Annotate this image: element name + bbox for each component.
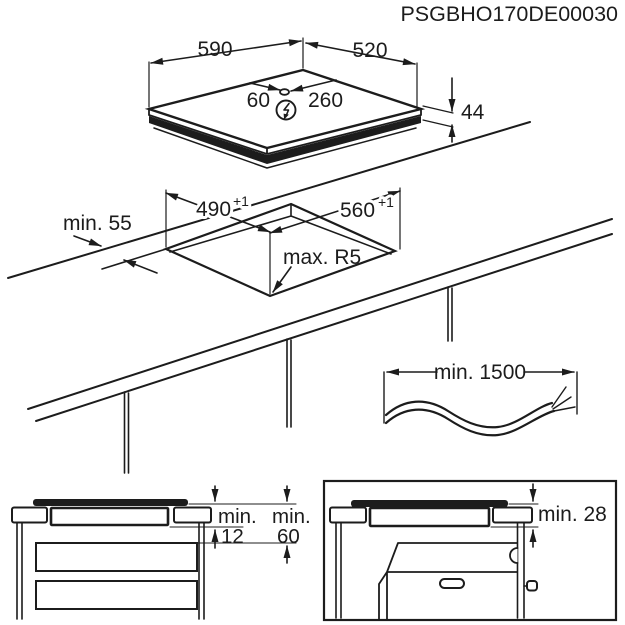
hob-body-band [149, 116, 421, 164]
drawer-lower [35, 580, 198, 610]
worktop-front-edge-top [27, 218, 613, 410]
cutout-width-tolerance: +1 [233, 193, 249, 209]
dim-line-560 [269, 190, 401, 234]
arrow-conn-right [290, 79, 337, 92]
oven [378, 542, 538, 620]
connection-offset-left-label: 60 [247, 89, 270, 112]
cabinet-panel-right-oven [516, 522, 525, 619]
worktop-block-right [173, 506, 212, 524]
dim-line-590 [150, 39, 302, 65]
min60-label: min. [272, 505, 311, 528]
hob-depth-label: 520 [352, 39, 387, 62]
cord-length-label: min. 1500 [434, 361, 526, 384]
worktop-block-right-oven [492, 506, 533, 524]
worktop-front-edge-bottom [35, 233, 613, 422]
cutout-width-label: 490 [196, 198, 231, 221]
drawer-upper [35, 542, 198, 572]
hob-body-section-oven [368, 506, 491, 528]
oven-outline [378, 542, 518, 620]
cabinet-side-panels [16, 522, 205, 620]
cabinet-panel-left-oven [335, 522, 342, 619]
cabinet-panel-middle [286, 338, 292, 428]
worktop-block-left-oven [329, 506, 367, 524]
corner-radius-label: max. R5 [283, 246, 361, 269]
cutout-depth-tolerance: +1 [378, 194, 394, 210]
min12-label: min. [218, 505, 257, 528]
power-cord-top [384, 400, 554, 429]
hinge-bump [509, 547, 519, 564]
cabinet-panel-right [447, 286, 453, 342]
arrow-min55-b [123, 259, 158, 274]
section-above-drawer: min. 12 min. 60 [11, 485, 311, 620]
extension-lines-oven [490, 503, 539, 528]
min28-label: min. 28 [538, 503, 607, 526]
section-above-oven: min. 28 [322, 479, 618, 622]
arrow-min55-a [73, 235, 102, 247]
oven-knob [526, 580, 538, 592]
worktop-cutout-view: 490 +1 560 +1 min. 55 max. R5 [7, 121, 613, 474]
connection-offset-right-label: 260 [308, 89, 343, 112]
extension-lines-44 [422, 105, 454, 128]
cutout-depth-label: 560 [340, 199, 375, 222]
dim-line-490 [165, 192, 271, 233]
cord-dim-brackets [383, 371, 578, 424]
arrow-conn-left [249, 82, 281, 91]
detail-box-border [322, 479, 618, 622]
drawing-number: PSGBHO170DE00030 [400, 2, 618, 26]
extension-lines-top [148, 37, 418, 108]
connection-point [279, 88, 290, 96]
power-cord-bottom [384, 408, 556, 437]
oven-handle [439, 578, 465, 589]
dim-line-520 [305, 41, 416, 66]
arrow-max-r5 [272, 266, 292, 293]
hob-base-line [153, 127, 417, 169]
min60-value: 60 [277, 525, 300, 548]
power-cord-view: min. 1500 [383, 361, 578, 437]
hob-glass-edge [148, 108, 422, 155]
hob-top-view: 590 520 44 60 260 [144, 37, 485, 169]
cabinet-panel-left [123, 391, 130, 474]
electric-connection-icon [275, 99, 297, 121]
hob-body-section [49, 506, 170, 527]
cutout-corner-extension [101, 248, 167, 270]
cord-wire-strands [551, 386, 576, 412]
glass-panel-oven [351, 500, 508, 507]
hob-height-label: 44 [461, 101, 485, 124]
glass-panel [33, 499, 188, 506]
min12-value: 12 [221, 525, 244, 548]
worktop-block-left [11, 506, 48, 524]
edge-clearance-label: min. 55 [63, 212, 132, 235]
hob-width-label: 590 [197, 38, 232, 61]
